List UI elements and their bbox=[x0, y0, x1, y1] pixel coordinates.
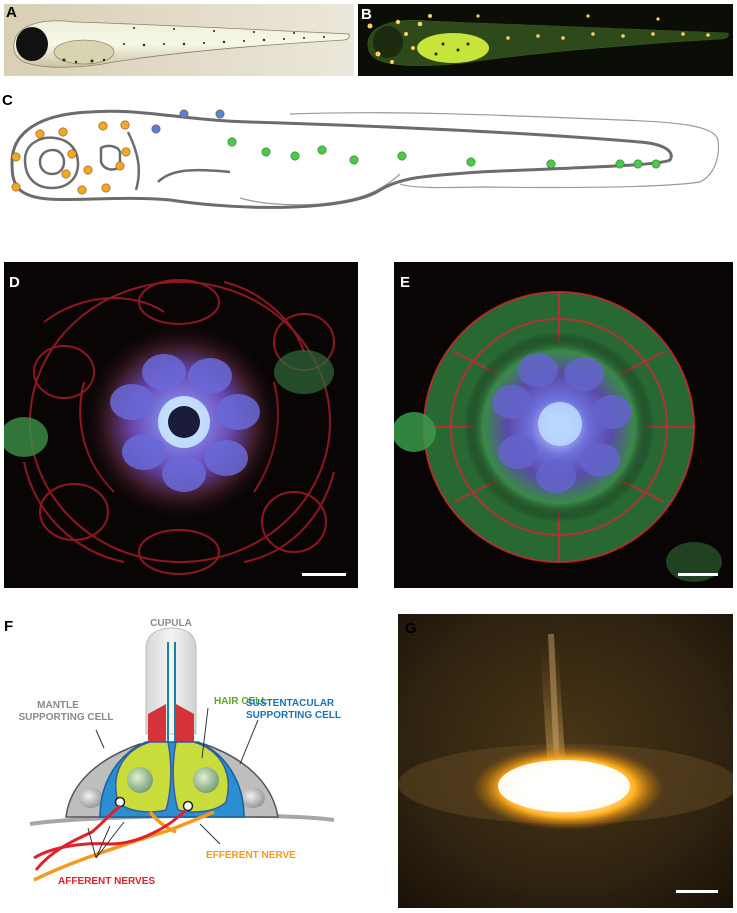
larva-schematic bbox=[10, 109, 720, 209]
label-cupula: CUPULA bbox=[150, 618, 192, 629]
panel-f: CUPULA HAIR CELL MANTLE SUPPORTING CELL … bbox=[0, 612, 380, 912]
cupula-shape bbox=[145, 627, 197, 735]
larva-body-outline bbox=[10, 109, 673, 209]
scale-bar-g bbox=[676, 890, 718, 893]
panel-label-a: A bbox=[6, 4, 17, 21]
hair-cell-nucleus-right bbox=[193, 767, 219, 793]
panel-c: C bbox=[0, 92, 737, 242]
panel-d: D bbox=[4, 262, 358, 588]
neuromast-confocal-image-d bbox=[4, 262, 358, 588]
stereocilia-left bbox=[148, 704, 166, 744]
panel-e: E bbox=[394, 262, 733, 588]
panel-label-f: F bbox=[4, 618, 14, 635]
panel-a: A bbox=[4, 4, 354, 76]
synapse-left bbox=[114, 796, 126, 808]
larva-brightfield-image bbox=[4, 4, 354, 76]
synapse-right bbox=[182, 800, 194, 812]
panel-label-c: C bbox=[2, 92, 13, 109]
afferent-nerve-lines bbox=[33, 804, 188, 871]
scale-bar-e bbox=[678, 573, 718, 576]
panel-label-e: E bbox=[400, 274, 411, 291]
label-afferent-nerves: AFFERENT NERVES bbox=[58, 876, 155, 887]
mantle-nucleus-right bbox=[241, 788, 265, 808]
efferent-nerve-lines bbox=[33, 810, 215, 882]
label-sustentacular-2: SUPPORTING CELL bbox=[246, 710, 341, 721]
label-pointer-lines bbox=[87, 707, 259, 859]
panel-b: B bbox=[358, 4, 733, 76]
neuromasts-head bbox=[11, 109, 225, 195]
panel-label-g: G bbox=[405, 620, 417, 637]
label-mantle-2: SUPPORTING CELL bbox=[18, 712, 113, 723]
stereocilia-right bbox=[176, 704, 194, 744]
label-sustentacular-1: SUSTENTACULAR bbox=[246, 698, 335, 709]
label-hair-cell: HAIR CELL bbox=[214, 696, 267, 707]
larva-fin-outline bbox=[239, 112, 720, 206]
larva-fluorescence-image bbox=[358, 4, 733, 76]
neuromast-diagram: CUPULA HAIR CELL MANTLE SUPPORTING CELL … bbox=[18, 618, 341, 887]
scale-bar-d bbox=[302, 573, 346, 576]
label-efferent-nerve: EFFERENT NERVE bbox=[206, 850, 296, 861]
mantle-nucleus-left bbox=[79, 788, 103, 808]
label-mantle-1: MANTLE bbox=[37, 700, 79, 711]
panel-g: G bbox=[398, 614, 733, 908]
cupula-image bbox=[398, 614, 733, 908]
neuromasts-posterior-lateral-line bbox=[227, 137, 661, 169]
neuromast-confocal-image-e bbox=[394, 262, 733, 588]
hair-cell-nucleus-left bbox=[127, 767, 153, 793]
panel-label-b: B bbox=[361, 6, 372, 23]
panel-label-d: D bbox=[9, 274, 20, 291]
